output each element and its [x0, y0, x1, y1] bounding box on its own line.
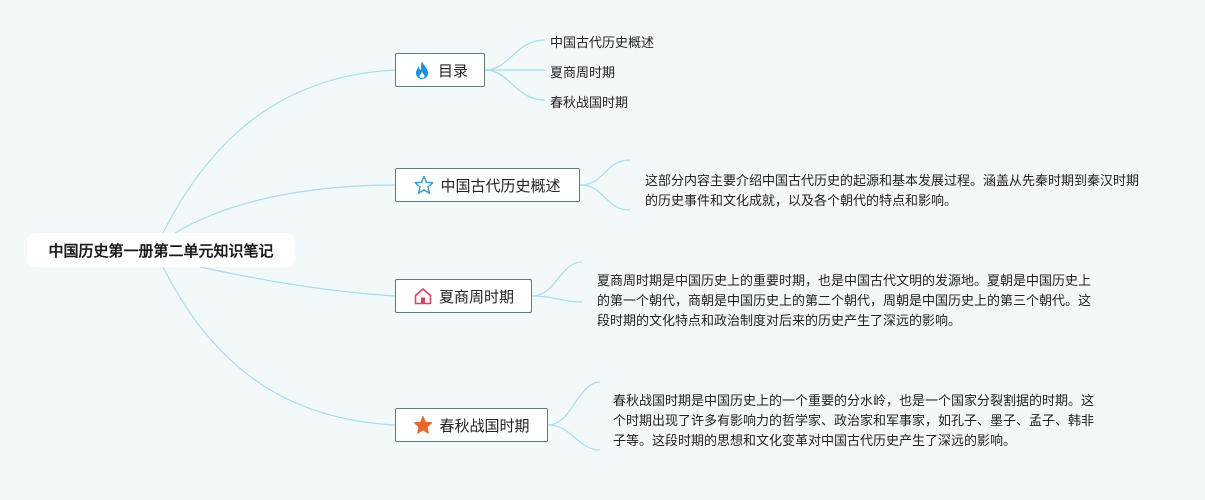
branch-label: 夏商周时期: [438, 287, 514, 306]
root-node[interactable]: 中国历史第一册第二单元知识笔记: [27, 233, 295, 267]
connector-root-to-overview: [174, 184, 396, 234]
branch-overview[interactable]: 中国古代历史概述: [395, 168, 580, 202]
connector-toc-leaf-1: [484, 39, 546, 71]
note-xia-shang-zhou: 夏商周时期是中国历史上的重要时期，也是中国古代文明的发源地。夏朝是中国历史上的第…: [597, 274, 1092, 329]
branch-xia-shang-zhou[interactable]: 夏商周时期: [395, 279, 532, 313]
note-spring-autumn: 春秋战国时期是中国历史上的一个重要的分水岭，也是一个国家分裂割据的时期。这个时期…: [613, 394, 1095, 449]
connector-root-to-cqzg: [162, 266, 396, 426]
note-overview: 这部分内容主要介绍中国古代历史的起源和基本发展过程。涵盖从先秦时期到秦汉时期的历…: [645, 174, 1140, 209]
star-outline-icon: [414, 175, 434, 195]
branch-label: 目录: [437, 61, 468, 80]
toc-item[interactable]: 夏商周时期: [550, 66, 616, 81]
connector-toc-leaf-3: [484, 69, 546, 101]
branch-label: 中国古代历史概述: [440, 176, 561, 195]
connector-root-to-toc: [162, 69, 396, 234]
star-filled-icon: [413, 415, 433, 435]
note-brace-overview: [579, 159, 631, 211]
toc-item[interactable]: 中国古代历史概述: [550, 36, 655, 51]
branch-toc[interactable]: 目录: [395, 53, 485, 87]
note-brace-xsz: [531, 261, 583, 303]
branch-label: 春秋战国时期: [439, 416, 530, 435]
flame-icon: [412, 60, 432, 80]
toc-item[interactable]: 春秋战国时期: [550, 96, 629, 111]
connector-root-to-xsz: [199, 266, 396, 297]
note-brace-cqzg: [547, 381, 601, 451]
branch-spring-autumn[interactable]: 春秋战国时期: [395, 408, 548, 442]
house-icon: [413, 286, 433, 306]
root-title: 中国历史第一册第二单元知识笔记: [48, 241, 274, 260]
